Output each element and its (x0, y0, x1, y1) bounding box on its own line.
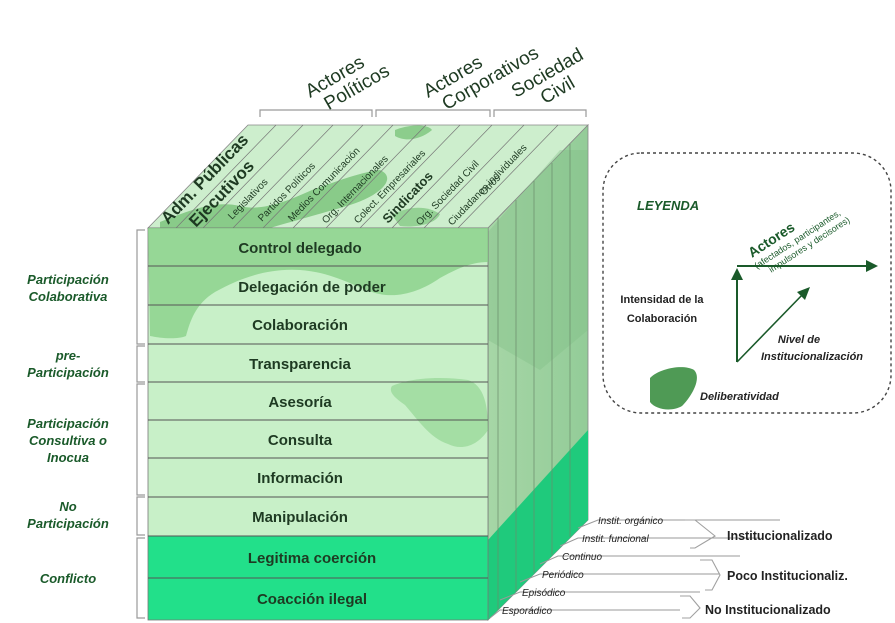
freq-instit-organico: Instit. orgánico (598, 516, 663, 527)
front-blob-2 (390, 378, 488, 448)
level-control-delegado: Control delegado (238, 240, 361, 257)
legend-deliberatividad-swatch (650, 367, 697, 410)
legend-box (602, 152, 892, 414)
top-blob-3 (392, 207, 440, 227)
freq-periodico: Periódico (542, 570, 584, 581)
level-colaboracion: Colaboración (252, 317, 348, 334)
level-consulta: Consulta (268, 432, 333, 449)
level-coaccion-ilegal: Coacción ilegal (257, 591, 367, 608)
top-blob-2 (395, 125, 432, 140)
left-brackets (136, 229, 145, 619)
level-asesoria: Asesoría (268, 394, 332, 411)
group-no-part-l1: No (59, 499, 76, 514)
legend-intensity-l2: Colaboración (627, 313, 698, 325)
freq-esporadico: Esporádico (502, 606, 552, 617)
legend-nivel-l2: Institucionalización (761, 351, 863, 363)
top-braces (259, 109, 587, 117)
legend-right-arrowhead (866, 260, 878, 272)
group-consultiva-l3: Inocua (47, 450, 89, 465)
legend-diag-arrowhead (797, 287, 810, 300)
institutional-braces (680, 519, 721, 619)
group-pre-l2: Participación (27, 365, 109, 380)
legend-deliberatividad: Deliberatividad (700, 391, 779, 403)
legend-title: LEYENDA (637, 198, 699, 213)
level-legitima-coercion: Legitima coerción (248, 550, 376, 567)
legend-diagonal-axis (736, 291, 806, 363)
level-manipulacion: Manipulación (252, 509, 348, 526)
side-blob (488, 150, 588, 370)
group-consultiva-l2: Consultiva o (29, 433, 107, 448)
group-conflicto: Conflicto (40, 571, 96, 586)
legend-nivel-l1: Nivel de (778, 334, 820, 346)
side-bright-region (488, 430, 588, 620)
legend: LEYENDA Actores (afectados, participante… (602, 152, 892, 414)
level-labels: Control delegado Delegación de poder Col… (238, 240, 386, 608)
cat-institucionalizado: Institucionalizado (727, 529, 833, 543)
group-pre-l1: pre- (55, 348, 81, 363)
freq-instit-funcional: Instit. funcional (582, 534, 649, 545)
group-no-part-l2: Participación (27, 516, 109, 531)
side-verticals (497, 144, 571, 610)
institutional-labels: Institucionalizado Poco Institucionaliz.… (705, 529, 848, 617)
frequency-lines (489, 519, 780, 619)
level-lines (148, 265, 488, 579)
level-delegacion-poder: Delegación de poder (238, 279, 386, 296)
group-labels: Participación Colaborativa pre- Particip… (27, 272, 109, 586)
frequency-labels: Instit. orgánico Instit. funcional Conti… (502, 516, 663, 617)
legend-intensity-l1: Intensidad de la (620, 294, 704, 306)
freq-episodico: Episódico (522, 588, 566, 599)
group-colaborativa-l2: Colaborativa (29, 289, 108, 304)
group-colaborativa-l1: Participación (27, 272, 109, 287)
legend-up-arrowhead (731, 268, 743, 280)
top-dividers (175, 124, 559, 229)
front-blob-1 (148, 228, 488, 339)
level-informacion: Información (257, 470, 343, 487)
cat-poco-institucionaliz: Poco Institucionaliz. (727, 569, 848, 583)
header-groups: Actores Políticos Actores Corporativos S… (302, 43, 587, 115)
freq-continuo: Continuo (562, 552, 602, 563)
level-transparencia: Transparencia (249, 356, 351, 373)
cat-no-institucionalizado: No Institucionalizado (705, 603, 831, 617)
group-consultiva-l1: Participación (27, 416, 109, 431)
